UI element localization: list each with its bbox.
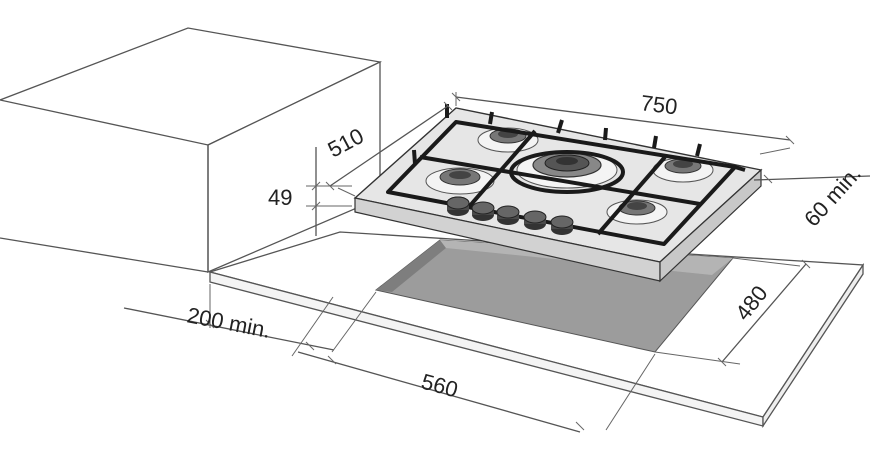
dimension-750-label: 750	[639, 90, 678, 119]
countertop-right-edge	[762, 262, 864, 429]
dimension-49: 49	[268, 147, 352, 236]
wok-ring	[509, 150, 625, 194]
hob-right-edge	[659, 168, 762, 283]
knob-2[interactable]	[471, 201, 495, 221]
grate-finger-6	[695, 143, 702, 157]
cutout-inner-wall	[376, 240, 446, 292]
grate-finger-8	[734, 165, 746, 172]
knob-3[interactable]	[496, 205, 520, 225]
grate-finger-7	[412, 149, 417, 165]
dimension-60-min-label: 60 min.	[799, 161, 866, 231]
dimension-60-min: 60 min.	[753, 161, 871, 231]
knob-5[interactable]	[550, 215, 574, 235]
control-knobs	[446, 196, 574, 235]
grate-finger-3	[556, 119, 564, 134]
burner-front-left	[425, 167, 495, 195]
cabinet-bottom-line	[0, 237, 209, 273]
grate-finger-2	[488, 111, 494, 125]
grate-bar-2	[596, 155, 667, 236]
wall-cabinet	[0, 27, 383, 273]
knob-4[interactable]	[523, 210, 547, 230]
grate-finger-4	[603, 127, 608, 141]
dimension-200-min-label: 200 min.	[185, 302, 273, 343]
knob-1[interactable]	[446, 196, 470, 216]
hob	[353, 104, 763, 283]
grate-bar-3	[419, 155, 701, 206]
grate-finger-5	[652, 135, 658, 149]
dimension-49-label: 49	[268, 185, 292, 210]
burners	[425, 127, 714, 225]
dimension-560-label: 560	[419, 369, 461, 403]
dimension-750: 750	[451, 90, 795, 155]
